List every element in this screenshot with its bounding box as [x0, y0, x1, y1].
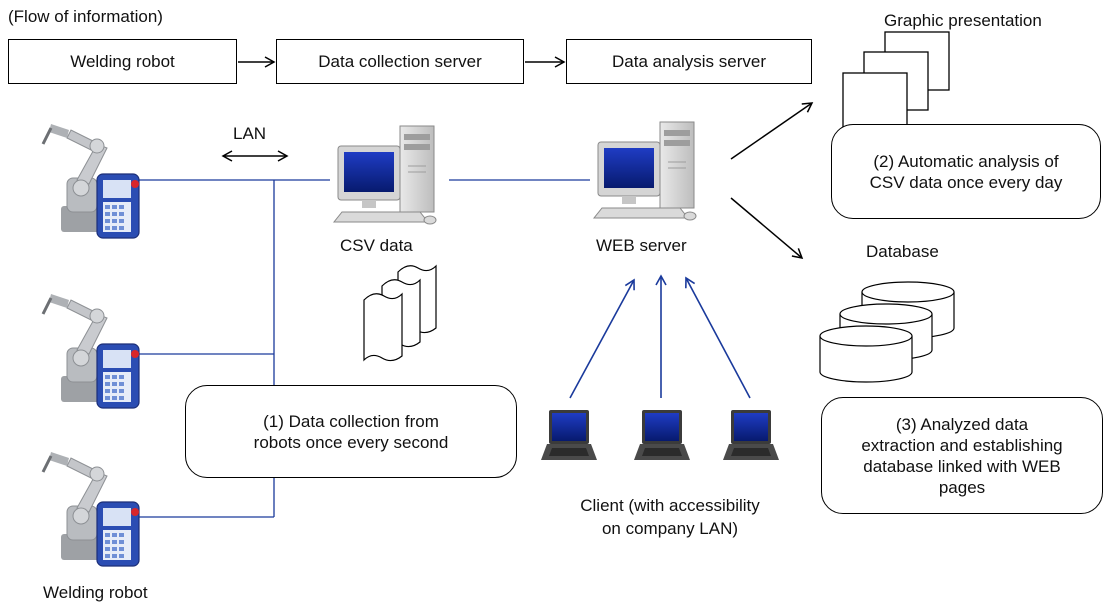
- client-label: Client (with accessibility on company LA…: [552, 494, 788, 540]
- note-database-linked-line2: extraction and establishing: [861, 435, 1063, 455]
- flow-box-data-analysis-server-label: Data analysis server: [611, 51, 766, 71]
- note-data-collection: (1) Data collection from robots once eve…: [185, 385, 517, 478]
- welding-robot-3: [41, 450, 141, 568]
- client-laptop-2: [634, 410, 690, 460]
- flow-title: (Flow of information): [8, 7, 163, 26]
- note-data-collection-line1: (1) Data collection from: [263, 411, 439, 431]
- database-cylinders: [819, 281, 955, 383]
- welding-robot-2: [41, 292, 141, 410]
- lan-label: LAN: [233, 124, 267, 143]
- flow-box-welding-robot-label: Welding robot: [70, 51, 175, 71]
- csv-data-label: CSV data: [340, 236, 413, 255]
- client-label-line1: Client (with accessibility: [580, 496, 760, 515]
- flow-box-welding-robot: Welding robot: [8, 39, 237, 84]
- note-automatic-analysis-line2: CSV data once every day: [869, 172, 1063, 192]
- csv-documents: [363, 265, 437, 362]
- flow-box-data-collection-server-label: Data collection server: [318, 51, 482, 71]
- arrow-to-graphic: [730, 102, 814, 160]
- client-laptop-3: [723, 410, 779, 460]
- client-label-line2: on company LAN): [601, 519, 739, 538]
- graphic-presentation-sheets: [842, 31, 950, 132]
- note-data-collection-line2: robots once every second: [253, 432, 449, 452]
- arrow-to-database: [730, 197, 804, 259]
- client-arrows: [569, 274, 751, 399]
- note-database-linked: (3) Analyzed data extraction and establi…: [821, 397, 1103, 514]
- client-laptop-1: [541, 410, 597, 460]
- note-database-linked-line3: database linked with WEB: [863, 456, 1061, 476]
- note-automatic-analysis: (2) Automatic analysis of CSV data once …: [831, 124, 1101, 219]
- database-label: Database: [866, 242, 939, 261]
- web-server-pc: [593, 121, 697, 221]
- web-server-label: WEB server: [596, 236, 687, 255]
- graphic-presentation-label: Graphic presentation: [884, 11, 1042, 30]
- flow-box-data-analysis-server: Data analysis server: [566, 39, 812, 84]
- welding-robot-label: Welding robot: [43, 583, 148, 602]
- note-database-linked-line1: (3) Analyzed data: [895, 414, 1029, 434]
- note-automatic-analysis-line1: (2) Automatic analysis of: [873, 151, 1059, 171]
- csv-data-server-pc: [333, 125, 437, 225]
- flow-box-data-collection-server: Data collection server: [276, 39, 524, 84]
- note-database-linked-line4: pages: [938, 477, 986, 497]
- welding-robot-1: [41, 122, 141, 240]
